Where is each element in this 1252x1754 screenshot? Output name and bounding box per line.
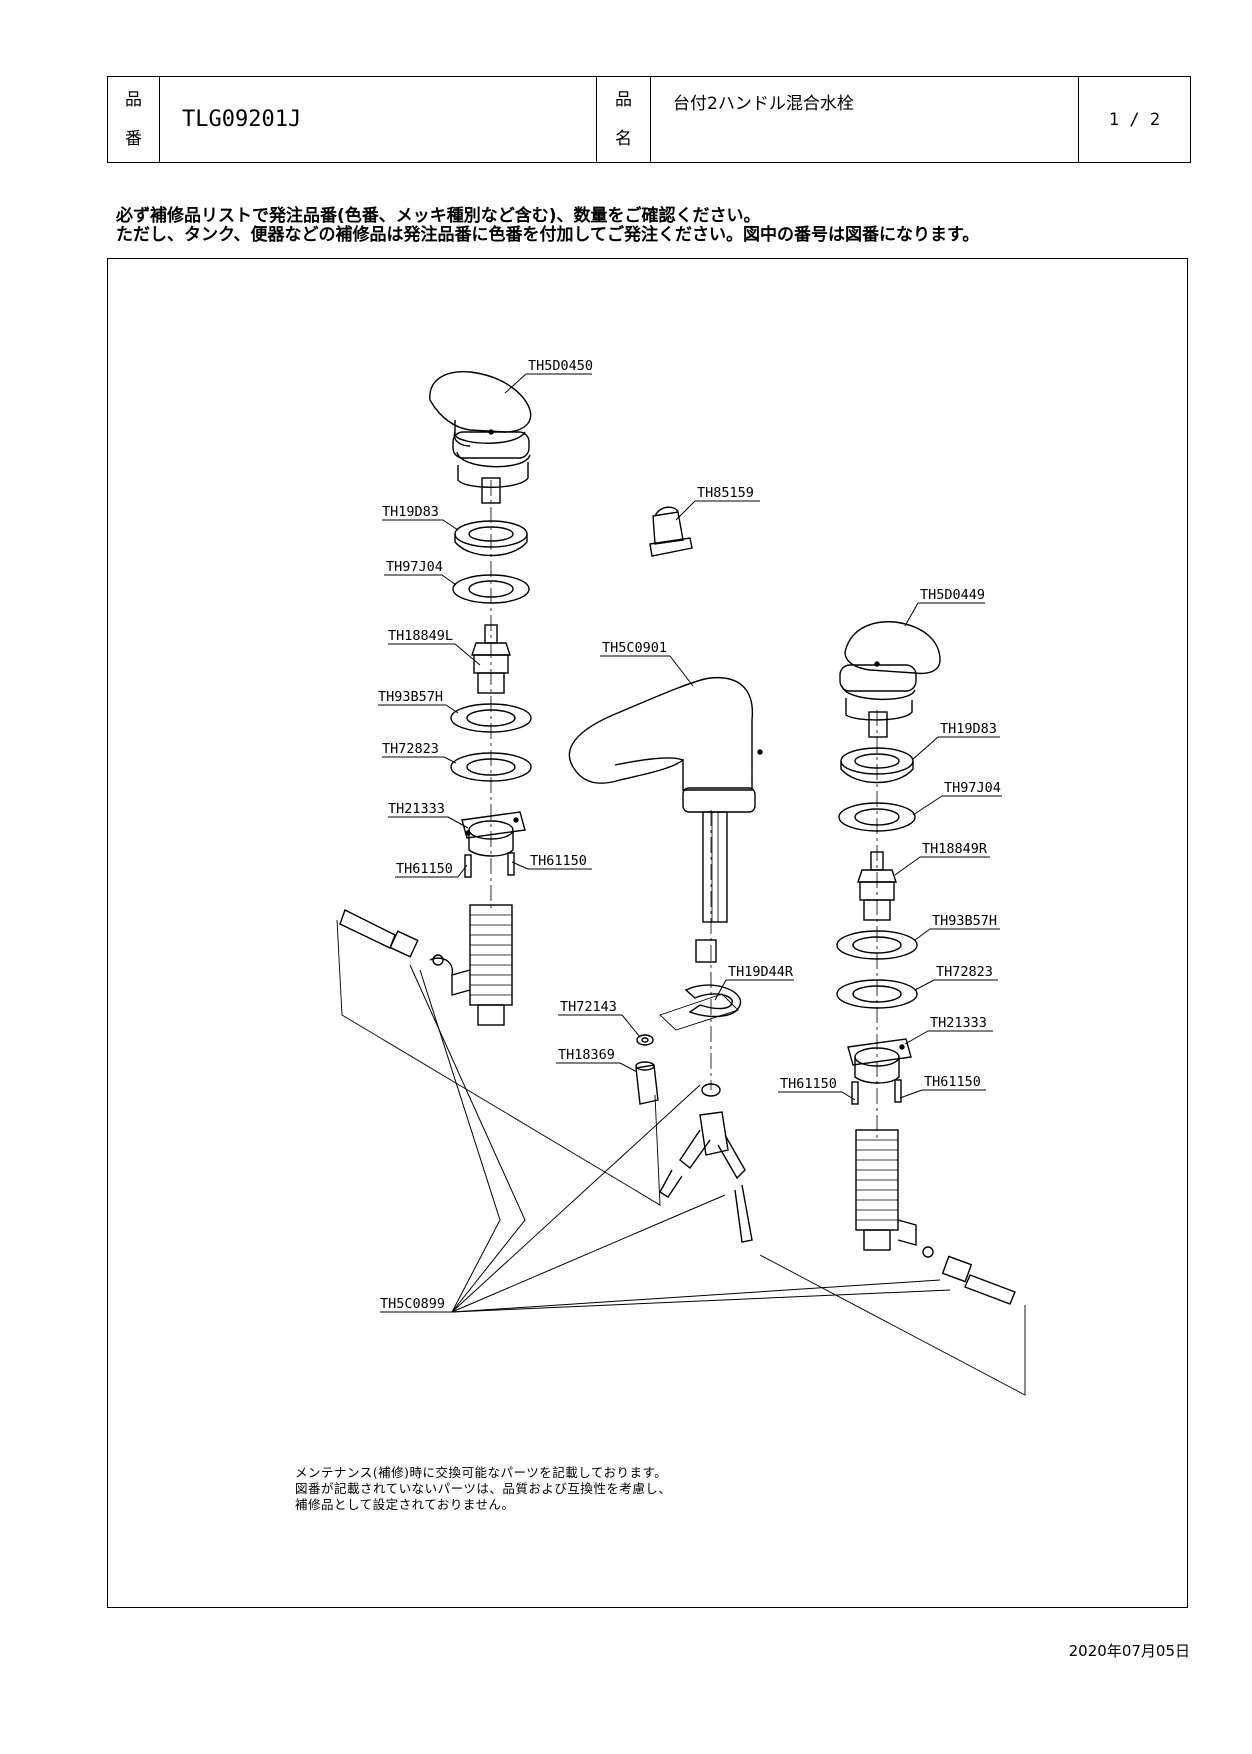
- hose-leader-lines: [409, 964, 951, 1313]
- part-label-right-ring: TH19D83: [940, 721, 997, 737]
- left-valve-drawing: [471, 624, 511, 694]
- right-plate-drawing: [847, 1038, 912, 1084]
- left-ring-drawing: [454, 520, 528, 557]
- part-label-spout-clip: TH19D44R: [728, 964, 794, 980]
- part-label-left-ring: TH19D83: [382, 504, 439, 520]
- right-hose-end-drawing: [922, 1246, 1016, 1305]
- maintenance-line-1: メンテナンス(補修)時に交換可能なパーツを記載しております。: [295, 1465, 668, 1480]
- right-washer3-drawing: [836, 979, 918, 1009]
- nut-drawing: [635, 1061, 659, 1105]
- drawing-frame: [107, 258, 1188, 1608]
- notice-line-2: ただし、タンク、便器などの補修品は発注品番に色番を付加してご発注ください。図中の…: [116, 225, 980, 245]
- left-handle-drawing: [429, 371, 532, 504]
- right-washer2-drawing: [836, 930, 918, 960]
- part-leader-lines: [378, 373, 1002, 1313]
- part-label-right-washer1: TH97J04: [944, 780, 1001, 796]
- part-label-right-screw2: TH61150: [924, 1074, 981, 1090]
- left-washer2-drawing: [450, 703, 532, 733]
- right-ring-drawing: [840, 747, 914, 784]
- part-label-left-handle: TH5D0450: [528, 358, 593, 374]
- maintenance-line-3: 補修品として設定されておりません。: [295, 1497, 515, 1512]
- part-label-spout: TH5C0901: [602, 640, 667, 656]
- page-number: 1 / 2: [1078, 76, 1191, 163]
- part-label-right-plate: TH21333: [930, 1015, 987, 1031]
- left-washer1-drawing: [452, 574, 530, 604]
- code-label-2: 番: [125, 128, 142, 149]
- nut-washer-drawing: [636, 1034, 654, 1046]
- spout-drawing: [568, 676, 763, 963]
- left-hose-end-drawing: [339, 909, 444, 966]
- name-label-2: 名: [615, 128, 632, 149]
- right-valve-drawing: [857, 851, 897, 921]
- part-label-right-washer2: TH93B57H: [932, 913, 997, 929]
- part-label-nut: TH18369: [558, 1047, 615, 1063]
- name-label: 品 名: [596, 76, 651, 163]
- part-label-left-valve: TH18849L: [388, 628, 453, 644]
- product-code: TLG09201J: [159, 76, 597, 163]
- right-washer1-drawing: [838, 802, 916, 832]
- part-label-left-washer1: TH97J04: [386, 559, 443, 575]
- code-label: 品 番: [107, 76, 160, 163]
- code-label-1: 品: [125, 89, 142, 110]
- spout-tee-drawing: [659, 1083, 753, 1243]
- part-label-left-washer3: TH72823: [382, 741, 439, 757]
- right-handle-drawing: [839, 621, 941, 738]
- notice-line-1: 必ず補修品リストで発注品番(色番、メッキ種別など含む)、数量をご確認ください。: [116, 206, 761, 226]
- name-label-1: 品: [615, 89, 632, 110]
- part-label-right-valve: TH18849R: [922, 841, 988, 857]
- left-washer3-drawing: [450, 752, 532, 782]
- left-shank-drawing: [429, 904, 513, 1026]
- part-label-right-screw1: TH61150: [780, 1076, 837, 1092]
- right-screws-drawing: [851, 1079, 902, 1105]
- maintenance-line-2: 図番が記載されていないパーツは、品質および互換性を考慮し、: [295, 1481, 672, 1496]
- product-name: 台付2ハンドル混合水栓: [650, 76, 1079, 163]
- left-screws-drawing: [464, 852, 515, 878]
- part-label-right-handle: TH5D0449: [920, 587, 985, 603]
- part-label-left-plate: TH21333: [388, 801, 445, 817]
- part-label-small-part: TH85159: [697, 485, 754, 501]
- part-label-left-screw1: TH61150: [396, 861, 453, 877]
- part-label-nut-washer: TH72143: [560, 999, 617, 1015]
- right-shank-drawing: [855, 1129, 917, 1251]
- part-label-left-screw2: TH61150: [530, 853, 587, 869]
- left-plate-drawing: [461, 811, 526, 857]
- maintenance-note: メンテナンス(補修)時に交換可能なパーツを記載しております。 図番が記載されてい…: [295, 1465, 671, 1513]
- header-table: 品 番 TLG09201J 品 名 台付2ハンドル混合水栓 1 / 2: [107, 76, 1191, 163]
- order-notice: 必ず補修品リストで発注品番(色番、メッキ種別など含む)、数量をご確認ください。 …: [116, 207, 1196, 245]
- part-label-hose: TH5C0899: [380, 1296, 445, 1312]
- part-label-left-washer2: TH93B57H: [378, 689, 443, 705]
- spout-clip-drawing: [659, 984, 741, 1031]
- issue-date: 2020年07月05日: [1068, 1642, 1190, 1660]
- part-label-right-washer3: TH72823: [936, 964, 993, 980]
- small-part-drawing: [649, 506, 693, 557]
